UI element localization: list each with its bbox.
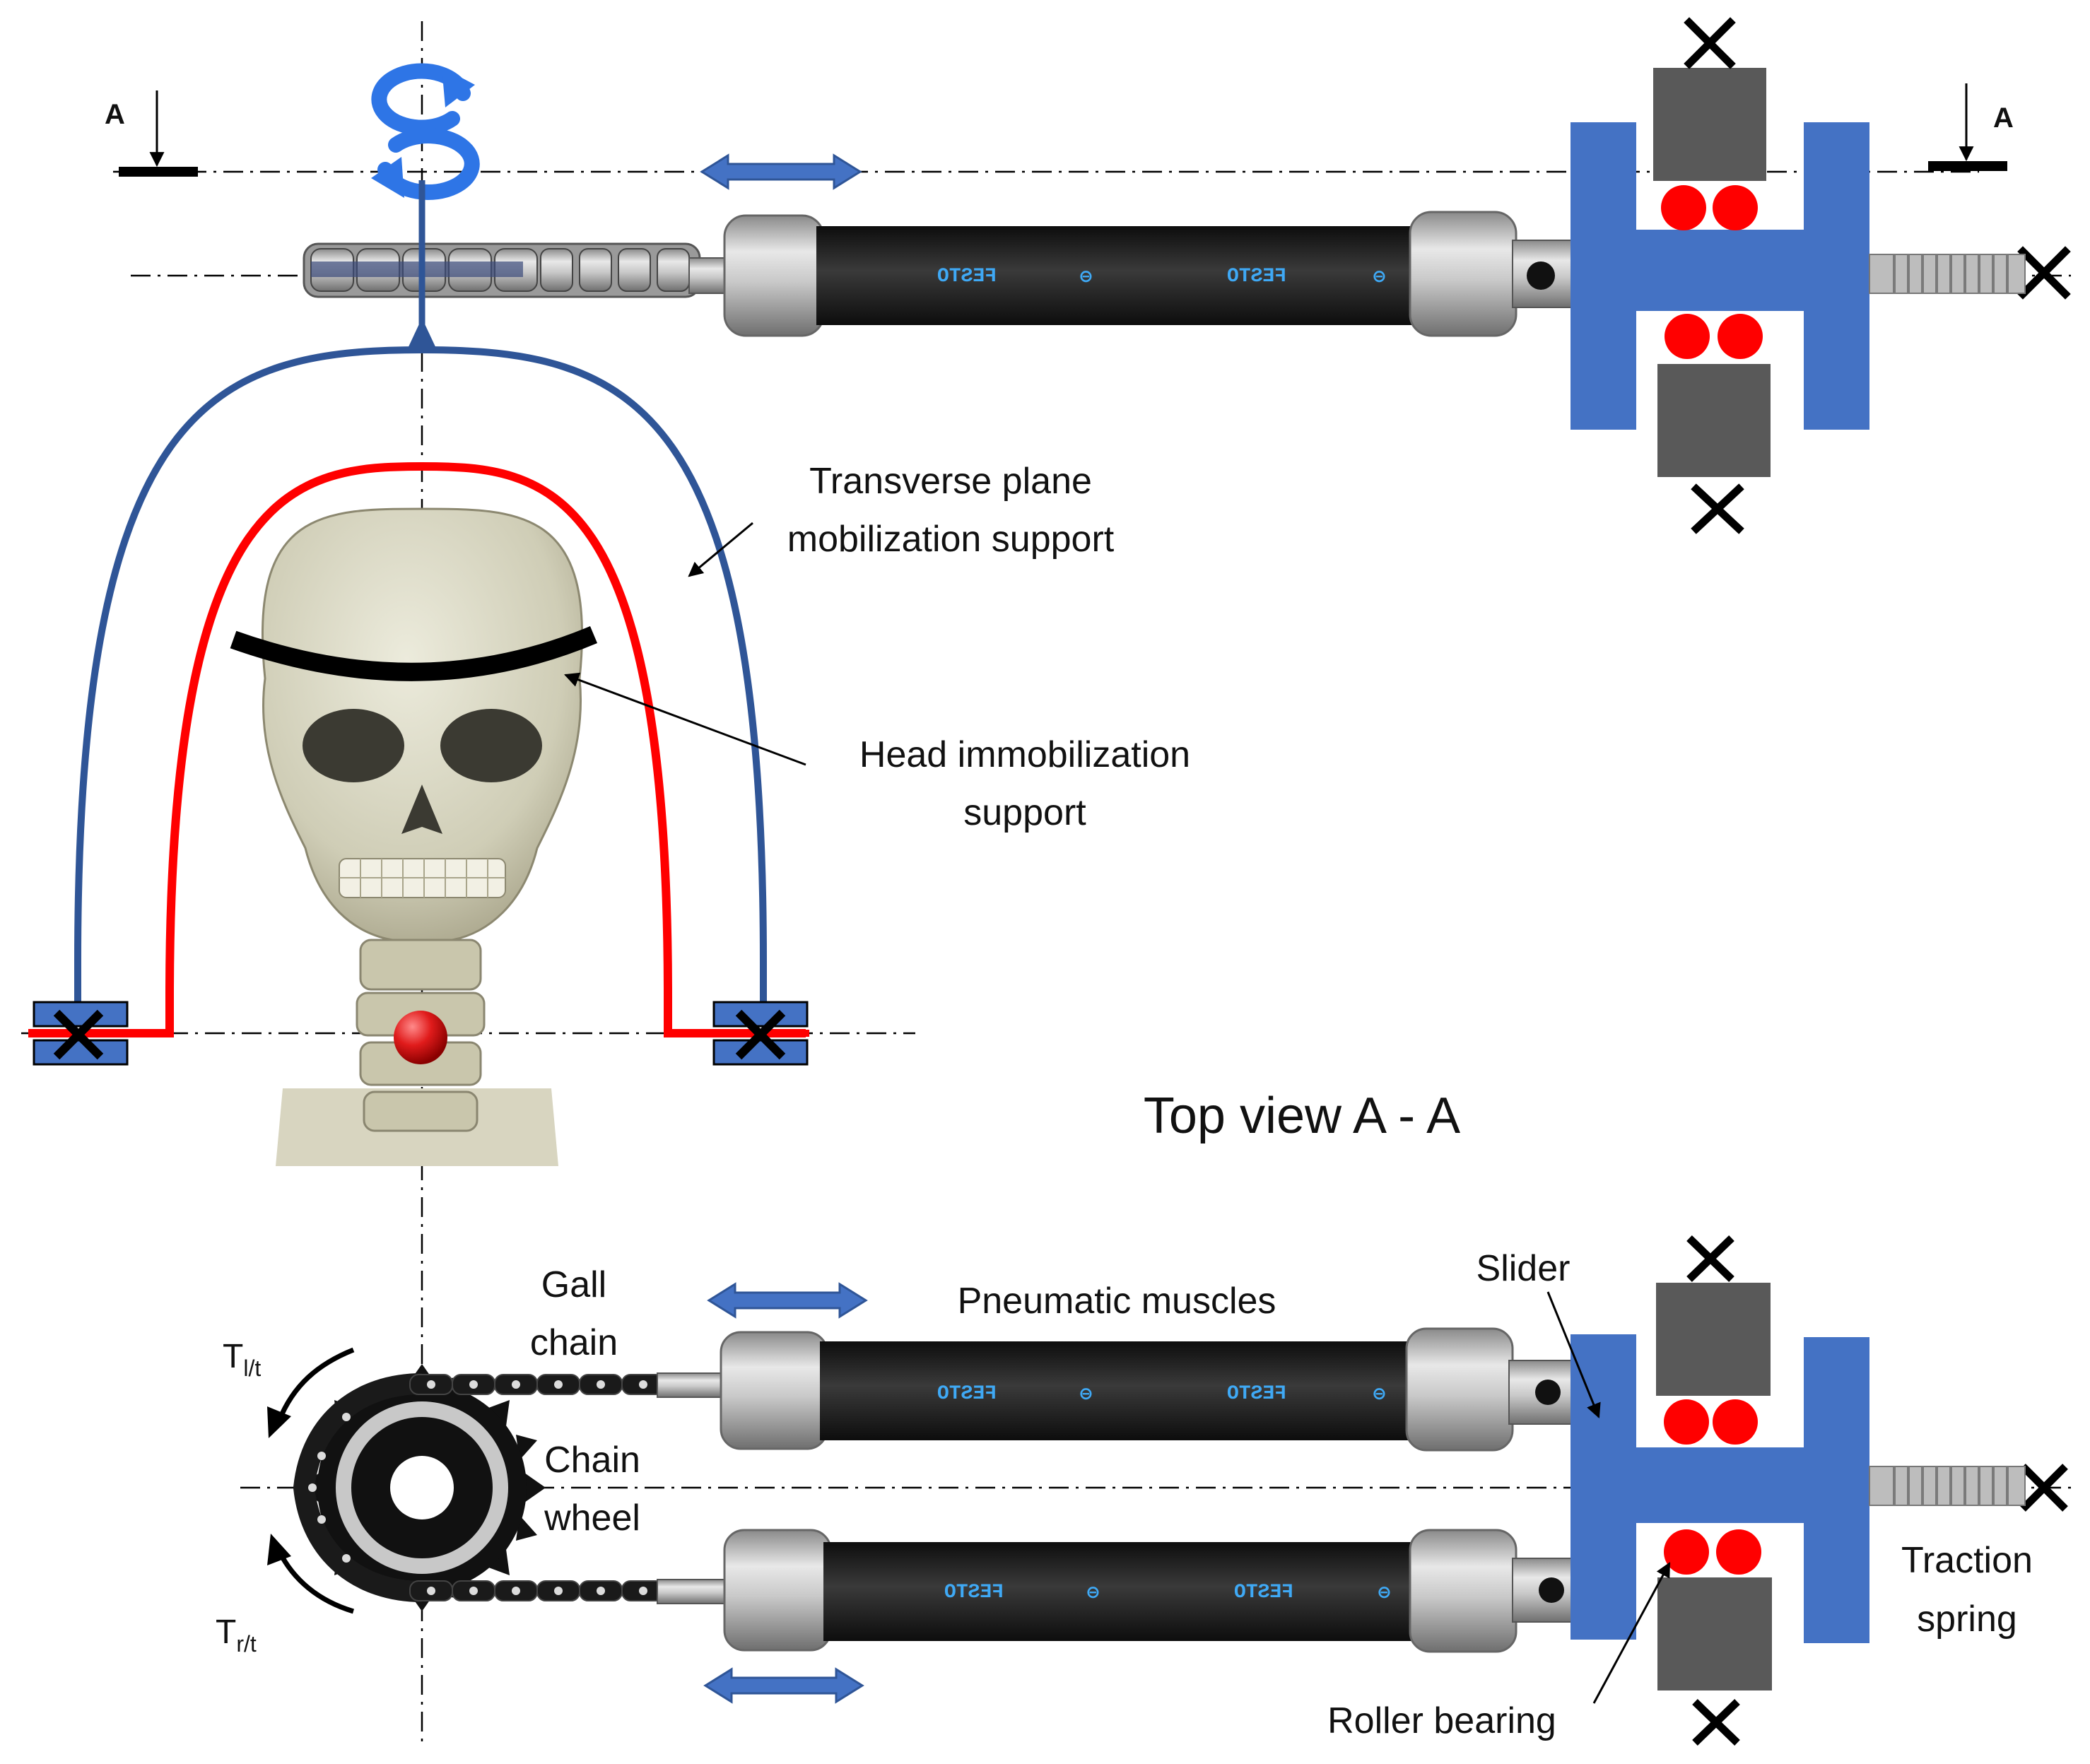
right-pivot-bearing: [710, 1001, 809, 1066]
top-view-muscle-upper: FESTO FESTO ⊖ ⊖: [657, 1327, 1577, 1452]
roller-bearing-leader: [1592, 1562, 1671, 1704]
upper-traction-spring: [1869, 254, 2026, 294]
upper-gall-chain: [303, 242, 701, 298]
gall-chain-label-line2: chain: [530, 1322, 618, 1363]
rotation-arrows-icon: [371, 63, 480, 200]
top-muscle-upper-brand-1: FESTO: [937, 1383, 997, 1405]
transverse-mobilization-support: [74, 180, 767, 1007]
slider-leader: [1546, 1291, 1601, 1418]
section-label-right: A: [1993, 102, 2014, 134]
upper-muscle-brand-1: FESTO: [937, 266, 997, 288]
skull-image: [261, 507, 584, 1166]
bottom-motion-arrow-icon: [703, 1667, 864, 1704]
upper-slider-assembly: [1571, 17, 2071, 534]
upper-block-bottom: [1657, 364, 1771, 477]
transverse-support-label-line2: mobilization support: [787, 519, 1115, 560]
top-gall-chain: [293, 1373, 665, 1602]
right-pivot-x-icon: [735, 1009, 786, 1060]
upper-pneumatic-muscle: FESTO FESTO ⊖ ⊖: [688, 211, 1584, 337]
head-band: [230, 626, 598, 681]
upper-fixed-top-x-icon: [1684, 17, 1736, 69]
torque-arrows: [267, 1347, 355, 1614]
traction-spring-label-line2: spring: [1917, 1599, 2017, 1640]
top-block-upper: [1656, 1283, 1771, 1396]
top-muscle-lower-symbol-2: ⊖: [1378, 1583, 1390, 1605]
torque-left-arrow-icon: [276, 1347, 355, 1422]
slider-label: Slider: [1476, 1248, 1571, 1289]
gall-chain-label-line1: Gall: [541, 1264, 606, 1305]
top-muscle-upper-symbol-2: ⊖: [1373, 1384, 1385, 1406]
torque-left-label: Tl/t: [223, 1338, 261, 1381]
top-fixed-upper-x-icon: [1686, 1235, 1734, 1282]
top-muscle-upper-symbol-1: ⊖: [1080, 1384, 1092, 1406]
head-support-label-line2: support: [963, 792, 1086, 833]
top-motion-arrow-icon: [707, 1282, 868, 1319]
upper-roller-bearings: [1661, 185, 1763, 359]
top-traction-spring: [1869, 1466, 2026, 1506]
transverse-support-label-line1: Transverse plane: [809, 461, 1092, 502]
upper-muscle-symbol-2: ⊖: [1373, 267, 1385, 289]
torque-right-arrow-icon: [276, 1550, 355, 1614]
top-muscle-lower-brand-1: FESTO: [944, 1582, 1004, 1604]
roller-bearing-label: Roller bearing: [1327, 1700, 1556, 1741]
head-support-label-line1: Head immobilization: [859, 734, 1190, 775]
section-marker-right: A: [1928, 83, 2014, 171]
chain-wheel-label-line2: wheel: [544, 1498, 640, 1539]
upper-muscle-brand-2: FESTO: [1227, 266, 1286, 288]
top-fixed-lower-x-icon: [1692, 1699, 1740, 1746]
upper-spring-x-icon: [2017, 246, 2071, 300]
upper-slider-body: [1571, 122, 1869, 430]
pivot-ball: [394, 1011, 447, 1064]
top-slider-assembly: [1571, 1235, 2068, 1746]
section-label-left: A: [105, 99, 125, 130]
top-muscle-upper-brand-2: FESTO: [1227, 1383, 1286, 1405]
torque-right-label: Tr/t: [216, 1613, 257, 1657]
left-pivot-bearing: [28, 1001, 131, 1066]
top-roller-bearings: [1664, 1399, 1761, 1575]
top-spring-x-icon: [2020, 1464, 2068, 1512]
chain-wheel: [298, 1364, 546, 1611]
section-marker-left: A: [105, 90, 198, 177]
upper-motion-arrow-icon: [700, 153, 862, 190]
top-slider-body: [1571, 1334, 1869, 1643]
top-view-muscle-lower: FESTO FESTO ⊖ ⊖: [657, 1529, 1580, 1653]
chain-wheel-label-line1: Chain: [544, 1440, 640, 1481]
upper-fixed-bottom-x-icon: [1691, 483, 1744, 534]
traction-spring-label-line1: Traction: [1901, 1540, 2033, 1581]
left-pivot-x-icon: [53, 1009, 104, 1060]
top-muscle-lower-brand-2: FESTO: [1234, 1582, 1293, 1604]
head-support-leader: [564, 672, 806, 766]
upper-muscle-symbol-1: ⊖: [1080, 267, 1092, 289]
top-muscle-lower-symbol-1: ⊖: [1087, 1583, 1099, 1605]
upper-block-top: [1653, 68, 1766, 181]
top-view-title: Top view A - A: [1144, 1088, 1460, 1144]
transverse-support-leader: [688, 522, 753, 577]
head-immobilization-support: [28, 461, 806, 1037]
top-block-lower: [1657, 1577, 1772, 1690]
pneumatic-muscles-label: Pneumatic muscles: [958, 1281, 1276, 1322]
